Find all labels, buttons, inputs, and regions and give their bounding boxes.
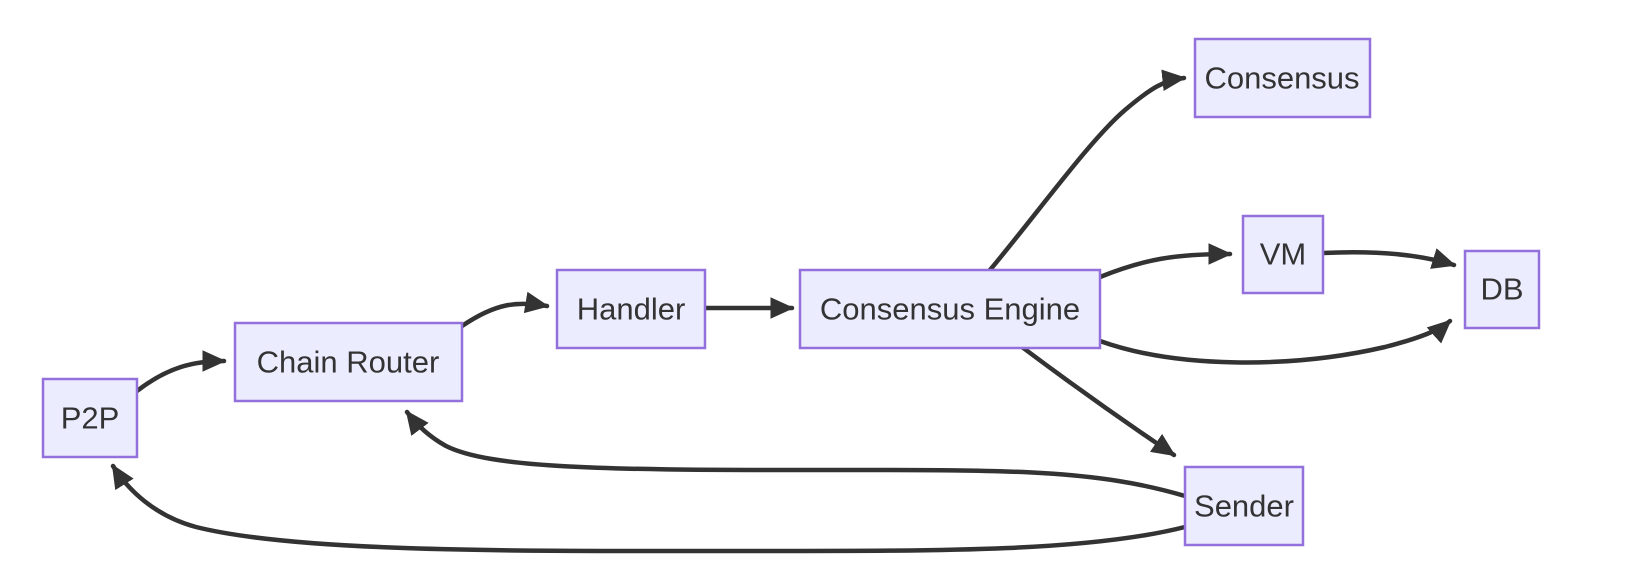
edge-sender-to-chain-router xyxy=(404,409,1188,499)
node-handler: Handler xyxy=(555,268,707,350)
node-vm-box xyxy=(1241,214,1325,295)
node-consensus-label: Consensus xyxy=(1204,61,1359,96)
node-handler-box xyxy=(555,268,707,350)
node-chain-router-label: Chain Router xyxy=(257,345,440,380)
node-db-box xyxy=(1463,249,1541,330)
node-consensus-engine-label: Consensus Engine xyxy=(820,292,1080,327)
node-db: DB xyxy=(1463,249,1541,330)
edge-vm-to-db xyxy=(1320,248,1457,269)
node-vm-label: VM xyxy=(1260,237,1307,272)
edge-consensus-engine-to-vm xyxy=(1097,243,1233,280)
edge-consensus-engine-to-db xyxy=(1097,318,1453,365)
edge-chain-router-to-handler xyxy=(459,291,550,329)
node-p2p-box xyxy=(41,377,139,459)
node-sender-label: Sender xyxy=(1194,489,1294,524)
node-chain-router-box xyxy=(233,321,464,403)
edge-p2p-to-chain-router xyxy=(134,350,227,394)
node-handler-label: Handler xyxy=(577,292,686,327)
node-p2p-label: P2P xyxy=(61,401,120,436)
edge-consensus-engine-to-consensus xyxy=(987,69,1187,273)
node-consensus-box xyxy=(1193,37,1372,119)
node-p2p: P2P xyxy=(41,377,139,459)
edge-consensus-engine-to-sender xyxy=(1019,344,1177,458)
edge-sender-to-p2p xyxy=(110,463,1188,554)
node-consensus-engine-box xyxy=(798,268,1102,350)
node-sender: Sender xyxy=(1183,465,1305,547)
node-consensus-engine: Consensus Engine xyxy=(798,268,1102,350)
node-sender-box xyxy=(1183,465,1305,547)
node-consensus: Consensus xyxy=(1193,37,1372,119)
node-chain-router: Chain Router xyxy=(233,321,464,403)
node-vm: VM xyxy=(1241,214,1325,295)
node-db-label: DB xyxy=(1480,272,1523,307)
